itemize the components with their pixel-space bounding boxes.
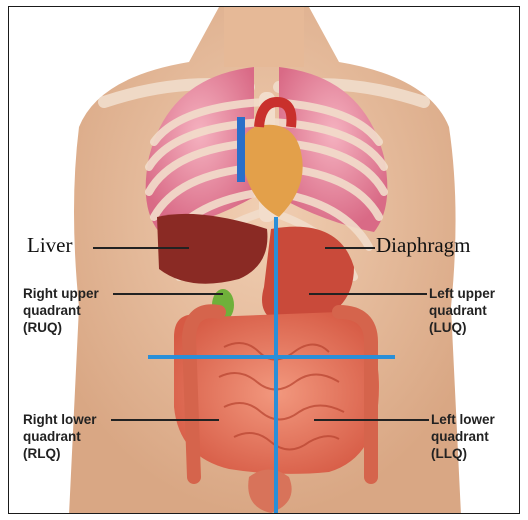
leader-luq <box>309 293 427 295</box>
leader-diaphragm <box>325 247 375 249</box>
label-ruq-line3: (RUQ) <box>23 319 99 336</box>
label-llq-line1: Left lower <box>431 411 495 428</box>
label-luq-line3: (LUQ) <box>429 319 495 336</box>
label-rlq-line2: quadrant <box>23 428 97 445</box>
label-ruq: Right upper quadrant (RUQ) <box>23 285 99 336</box>
label-llq-line2: quadrant <box>431 428 495 445</box>
label-llq-line3: (LLQ) <box>431 445 495 462</box>
neck <box>224 7 304 67</box>
label-rlq: Right lower quadrant (RLQ) <box>23 411 97 462</box>
label-rlq-line3: (RLQ) <box>23 445 97 462</box>
label-ruq-line2: quadrant <box>23 302 99 319</box>
label-luq-line1: Left upper <box>429 285 495 302</box>
leader-llq <box>314 419 429 421</box>
leader-ruq <box>113 293 223 295</box>
leader-liver <box>93 247 189 249</box>
label-ruq-line1: Right upper <box>23 285 99 302</box>
label-liver: Liver <box>27 233 72 258</box>
label-rlq-line1: Right lower <box>23 411 97 428</box>
label-luq-line2: quadrant <box>429 302 495 319</box>
label-diaphragm: Diaphragm <box>376 233 470 258</box>
label-llq: Left lower quadrant (LLQ) <box>431 411 495 462</box>
label-luq: Left upper quadrant (LUQ) <box>429 285 495 336</box>
diagram-frame: Liver Diaphragm Right upper quadrant (RU… <box>8 6 520 514</box>
leader-rlq <box>111 419 219 421</box>
